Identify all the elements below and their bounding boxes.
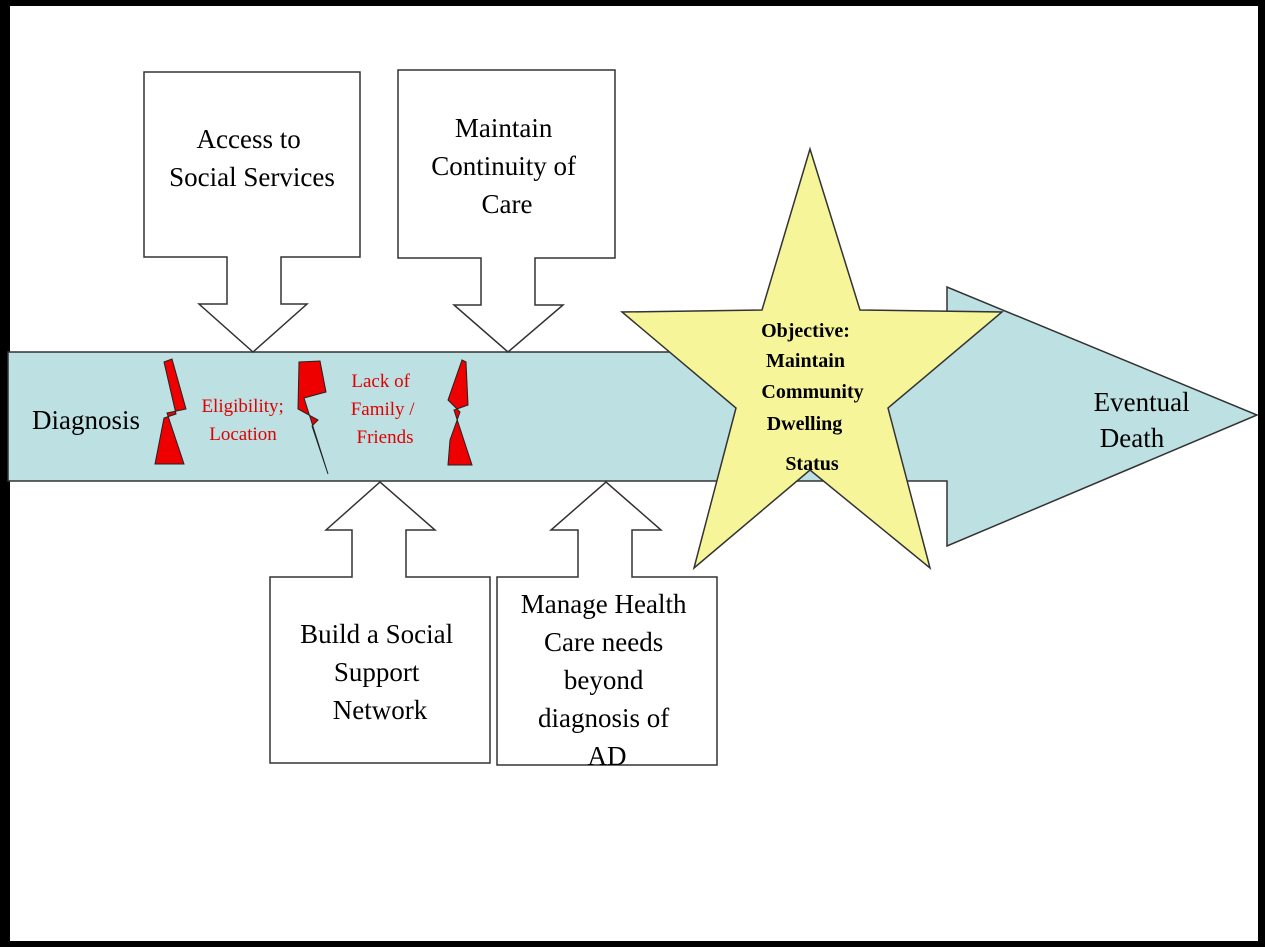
callout-continuity-of-care <box>397 69 616 353</box>
timeline-end-label: Eventual Death <box>1094 387 1197 453</box>
lightning-bolt-icon <box>154 358 187 465</box>
callout-access-social-services <box>143 71 361 354</box>
objective-star <box>619 146 1005 571</box>
lightning-bolt-icon <box>297 360 329 475</box>
objective-label: Objective: Maintain Community Dwelling S… <box>761 320 869 475</box>
callout-social-support-network <box>269 481 491 764</box>
slide-canvas: Access to Social Services Maintain Conti… <box>7 6 1259 941</box>
callout-health-label: Manage Health Care needs beyond diagnosi… <box>521 589 693 771</box>
lightning-bolt-icon <box>447 359 473 466</box>
timeline-start-label: Diagnosis <box>32 405 140 435</box>
barrier-family-label: Lack of Family / Friends <box>351 371 420 448</box>
callout-access-label: Access to Social Services <box>169 124 335 192</box>
callout-support-label: Build a Social Support Network <box>300 619 460 725</box>
barrier-eligibility-label: Eligibility; Location <box>201 396 288 445</box>
callout-manage-health-care <box>496 481 718 766</box>
callout-continuity-label: Maintain Continuity of Care <box>431 113 583 219</box>
